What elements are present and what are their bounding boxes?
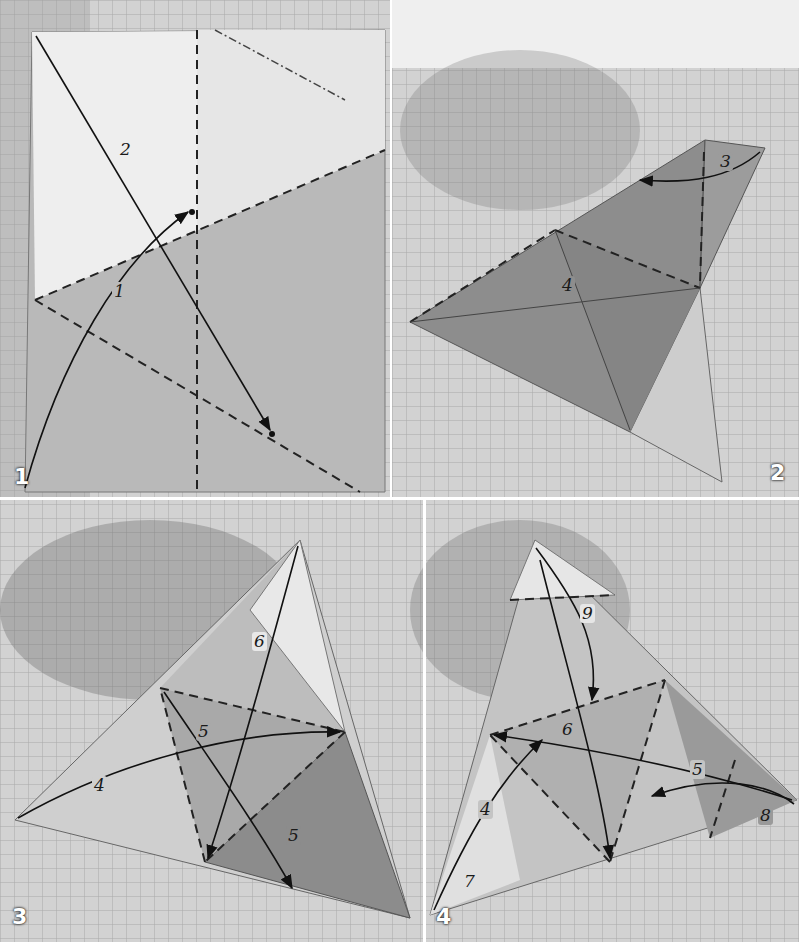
fold-arrow (640, 152, 760, 181)
valley-fold (35, 150, 385, 300)
valley-fold (160, 688, 205, 862)
valley-fold (710, 760, 735, 838)
fold-arrow (208, 546, 298, 858)
graph-paper (0, 0, 390, 497)
panel-gutter (390, 0, 392, 497)
folded-paper (430, 540, 797, 915)
fold-arrow (652, 783, 794, 804)
fold-arrow (434, 740, 542, 910)
step-number: 1 (112, 282, 127, 301)
panel-gutter (0, 497, 799, 500)
panel-number: 1 (14, 466, 29, 488)
panel-gutter (423, 500, 426, 942)
step-number: 4 (560, 276, 575, 295)
graph-paper (392, 0, 799, 497)
step-number: 9 (580, 604, 595, 623)
step-number: 4 (92, 776, 107, 795)
step-number: 5 (690, 760, 705, 779)
valley-fold (555, 230, 700, 288)
valley-fold (700, 152, 704, 286)
shadow (400, 50, 640, 210)
fold-arrow (540, 560, 610, 858)
step-number: 4 (478, 800, 493, 819)
reference-dot (189, 209, 195, 215)
step-number: 3 (718, 152, 733, 171)
paper-flap (665, 680, 797, 838)
valley-fold (196, 30, 198, 492)
paper-flap (510, 540, 615, 600)
step-number: 5 (196, 722, 211, 741)
fold-arrow (536, 548, 593, 700)
fold-arrow (25, 212, 188, 488)
paper-white-face (197, 30, 385, 230)
step-number: 2 (118, 140, 133, 159)
step-number: 6 (560, 720, 575, 739)
paper-white-face (32, 30, 385, 300)
fold-arrow (494, 735, 792, 800)
step-number: 6 (252, 632, 267, 651)
step-number: 5 (286, 826, 301, 845)
valley-fold (410, 230, 555, 322)
valley-fold (205, 732, 345, 862)
valley-fold (490, 735, 610, 862)
paper-flap (700, 140, 765, 288)
mountain-fold (215, 30, 345, 100)
fold-arrow (18, 732, 340, 818)
reference-dot (269, 431, 275, 437)
panel-number: 3 (12, 906, 27, 928)
paper-margin (392, 0, 799, 68)
valley-fold (610, 680, 665, 862)
step-number: 8 (758, 806, 773, 825)
step-number: 7 (462, 872, 477, 891)
fold-arrow (164, 692, 292, 888)
paper-flap (250, 540, 345, 732)
graph-paper (0, 500, 423, 942)
valley-fold (510, 595, 615, 600)
paper-face (555, 230, 700, 432)
paper-face (160, 688, 345, 862)
folded-paper (15, 540, 410, 918)
panel-number: 4 (436, 906, 451, 928)
crease-line (555, 230, 630, 430)
fold-arrow (36, 36, 270, 430)
panel-number: 2 (770, 462, 785, 484)
crease-line (410, 288, 700, 322)
paper-sheet (25, 30, 385, 492)
